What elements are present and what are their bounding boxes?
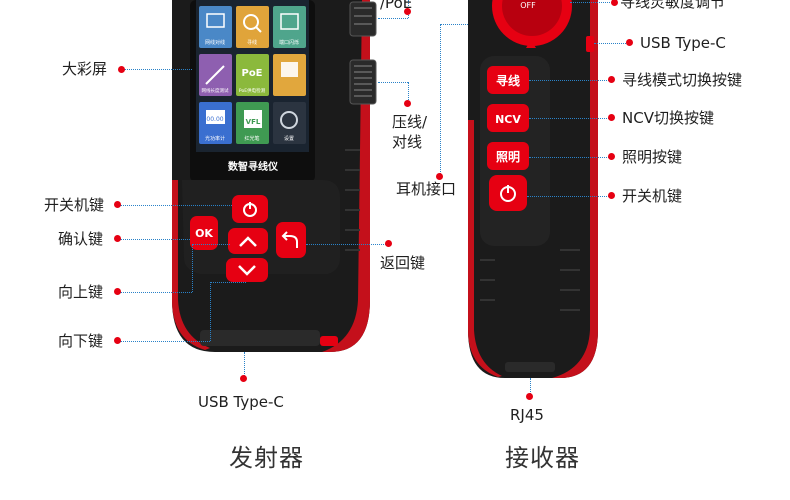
leader-big-screen bbox=[124, 69, 192, 70]
marker-dot bbox=[608, 192, 615, 199]
marker-dot bbox=[608, 114, 615, 121]
label-crimp-line: 压线/ 对线 bbox=[392, 113, 428, 151]
device-brand-title: 数智寻线仪 bbox=[228, 160, 279, 173]
leader-usb-transmitter bbox=[244, 352, 245, 376]
tile-label: VFL bbox=[246, 118, 261, 126]
leader-down-h bbox=[120, 341, 210, 342]
leader-top-cut bbox=[378, 18, 408, 19]
up-button bbox=[228, 228, 268, 254]
marker-dot bbox=[626, 39, 633, 46]
leader-receiver-power bbox=[527, 196, 609, 197]
label-receiver-power: 开关机键 bbox=[622, 187, 683, 205]
leader-usb-receiver bbox=[594, 43, 626, 44]
label-usb-transmitter: USB Type-C bbox=[198, 393, 284, 411]
svg-text:OK: OK bbox=[195, 227, 213, 240]
marker-dot bbox=[608, 76, 615, 83]
leader-find bbox=[529, 80, 609, 81]
marker-dot bbox=[118, 66, 125, 73]
tile-label: 网线对线 bbox=[205, 39, 225, 46]
label-return: 返回键 bbox=[380, 254, 426, 272]
leader-light bbox=[529, 157, 609, 158]
marker-dot bbox=[526, 393, 533, 400]
marker-dot bbox=[240, 375, 247, 382]
label-sensitivity-cut: 寻线灵敏度调节 bbox=[620, 0, 726, 11]
label-ncv: NCV切换按键 bbox=[622, 109, 714, 127]
ok-button bbox=[190, 216, 218, 250]
marker-dot bbox=[611, 0, 618, 6]
marker-dot bbox=[114, 201, 121, 208]
label-earphone: 耳机接口 bbox=[396, 180, 457, 198]
port-lower bbox=[349, 59, 377, 105]
tile-label: PoE供电检测 bbox=[239, 87, 266, 94]
label-poe-cut: /PoE bbox=[380, 0, 413, 12]
ncv-button bbox=[487, 104, 529, 132]
marker-dot bbox=[385, 240, 392, 247]
leader-earphone-v bbox=[440, 24, 441, 174]
label-find-mode: 寻线模式切换按键 bbox=[622, 71, 743, 89]
label-down: 向下键 bbox=[58, 332, 104, 350]
leader-rj45 bbox=[530, 378, 531, 394]
leader-return bbox=[306, 244, 386, 245]
leader-confirm bbox=[120, 239, 190, 240]
port-upper bbox=[349, 1, 377, 37]
marker-dot bbox=[114, 288, 121, 295]
leader-power bbox=[120, 205, 232, 206]
tile-label: 设置 bbox=[284, 135, 294, 142]
leader-ncv bbox=[529, 118, 609, 119]
leader-down-v bbox=[210, 282, 211, 341]
marker-dot bbox=[114, 337, 121, 344]
caption-receiver: 接收器 bbox=[505, 444, 580, 472]
tile-label: 网线长度测试 bbox=[202, 87, 229, 94]
leader-crimp-h bbox=[378, 82, 408, 83]
svg-text:照明: 照明 bbox=[496, 149, 520, 164]
caption-transmitter: 发射器 bbox=[229, 444, 304, 472]
tile-label: PoE bbox=[241, 68, 262, 79]
light-button bbox=[487, 142, 529, 170]
label-usb-receiver: USB Type-C bbox=[640, 34, 726, 52]
label-confirm: 确认键 bbox=[58, 230, 104, 248]
label-rj45: RJ45 bbox=[510, 406, 544, 424]
down-button bbox=[226, 258, 268, 282]
leader-sensitivity bbox=[570, 2, 610, 3]
leader-earphone-h bbox=[440, 24, 468, 25]
tile-label: 00.00 bbox=[206, 116, 223, 123]
label-transmitter-power: 开关机键 bbox=[44, 196, 105, 214]
marker-dot bbox=[436, 173, 443, 180]
leader-up-v bbox=[192, 244, 193, 292]
marker-dot bbox=[404, 8, 411, 15]
svg-text:OFF: OFF bbox=[520, 1, 536, 10]
leader-up-h bbox=[120, 292, 192, 293]
label-big-screen: 大彩屏 bbox=[62, 60, 108, 78]
marker-dot bbox=[608, 153, 615, 160]
svg-text:寻线: 寻线 bbox=[496, 73, 520, 88]
label-up: 向上键 bbox=[58, 283, 104, 301]
find-mode-button bbox=[487, 66, 529, 94]
leader-crimp-v bbox=[408, 82, 409, 102]
tile-label: 光功率计 bbox=[205, 135, 225, 142]
marker-dot bbox=[114, 235, 121, 242]
leader-down-h2 bbox=[210, 282, 246, 283]
tile-label: 端口闪烁 bbox=[279, 39, 299, 46]
leader-up-h2 bbox=[192, 244, 230, 245]
return-button bbox=[276, 222, 306, 258]
tile-label: 寻线 bbox=[247, 39, 257, 46]
label-light: 照明按键 bbox=[622, 148, 683, 166]
tile-label: 红光笔 bbox=[244, 135, 259, 142]
svg-text:NCV: NCV bbox=[495, 113, 521, 126]
marker-dot bbox=[404, 100, 411, 107]
